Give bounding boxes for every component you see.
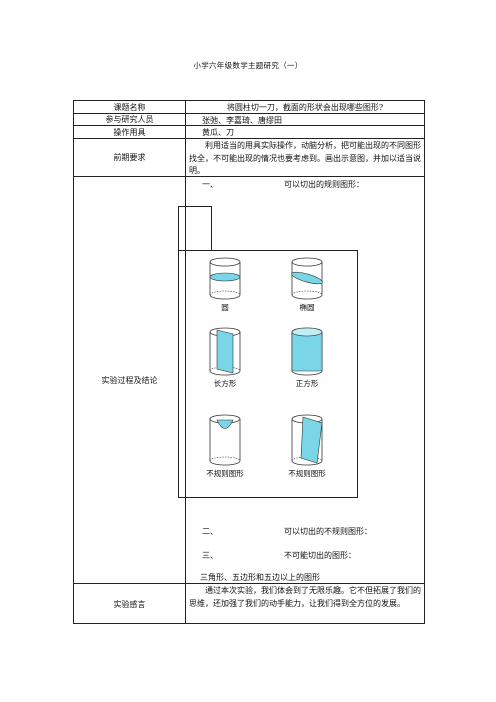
value-requirement: 利用适当的用具实际操作，动脑分析，把可能出现的不同图形找全，不可能出现的情况也要… (189, 141, 421, 176)
caption-square: 正方形 (295, 379, 319, 388)
figure-circle: 圆 (189, 257, 261, 314)
section-1-number: 一、 (202, 180, 218, 189)
value-members: 张弛、李嘉琦、唐缪田 (202, 116, 282, 125)
figure-rectangle: 长方形 (189, 327, 261, 390)
section-3-number: 三、 (202, 551, 218, 560)
cylinder-ellipse-section-icon (291, 257, 323, 300)
value-topic: 将圆柱切一刀，截面的形状会出现哪些图形? (226, 103, 384, 112)
figure-irregular-2: 不规则图形 (271, 411, 343, 480)
caption-ellipse: 椭圆 (299, 303, 315, 312)
caption-irregular-1: 不规则图形 (206, 469, 244, 478)
cylinder-square-section-icon (291, 327, 323, 376)
value-reflection: 通过本次实验，我们体会到了无限乐趣。它不但拓展了我们的思维，还加强了我们的动手能… (189, 586, 421, 608)
section-3-heading: 三、 不可能切出的图形： (202, 550, 356, 562)
value-tools: 黄瓜、刀 (202, 128, 234, 137)
row-topic: 课题名称 将圆柱切一刀，截面的形状会出现哪些图形? (74, 101, 424, 114)
process-content: 一、 可以切出的规则图形： 圆 (178, 177, 424, 583)
section-2-heading: 二、 可以切出的不规则图形： (202, 526, 372, 538)
section-2-number: 二、 (202, 527, 218, 536)
row-requirement: 前期要求 利用适当的用具实际操作，动脑分析，把可能出现的不同图形找全，不可能出现… (74, 139, 424, 177)
label-requirement: 前期要求 (74, 139, 186, 176)
caption-circle: 圆 (221, 303, 229, 312)
row-reflection: 实验感言 通过本次实验，我们体会到了无限乐趣。它不但拓展了我们的思维，还加强了我… (74, 584, 424, 624)
caption-rectangle: 长方形 (213, 379, 237, 388)
cylinder-irregular-section-2-icon (291, 414, 323, 466)
label-topic: 课题名称 (74, 101, 186, 113)
diagram-tab-box (178, 206, 212, 250)
row-tools: 操作用具 黄瓜、刀 (74, 126, 424, 139)
section-3-text: 不可能切出的图形： (284, 551, 356, 560)
cylinder-circle-section-icon (209, 257, 241, 300)
row-members: 参与研究人员 张弛、李嘉琦、唐缪田 (74, 114, 424, 126)
cylinder-rectangle-section-icon (209, 327, 241, 376)
figure-square: 正方形 (271, 327, 343, 390)
label-tools: 操作用具 (74, 126, 186, 138)
section-3-answer: 三角形、五边形和五边以上的图形 (200, 573, 320, 582)
label-members: 参与研究人员 (74, 114, 186, 125)
section-1-text: 可以切出的规则图形： (284, 180, 364, 189)
caption-irregular-2: 不规则图形 (288, 469, 326, 478)
row-process: 实验过程及结论 一、 可以切出的规则图形： 圆 (74, 177, 424, 584)
figure-irregular-1: 不规则图形 (189, 411, 261, 480)
figure-ellipse: 椭圆 (271, 257, 343, 314)
label-process: 实验过程及结论 (74, 177, 186, 583)
section-1-heading: 一、 可以切出的规则图形： (202, 179, 364, 191)
cylinder-irregular-section-icon (209, 414, 241, 466)
document-title: 小学六年级数学主题研究（一） (193, 61, 303, 70)
section-diagram-grid: 圆 椭圆 (178, 250, 358, 498)
label-reflection: 实验感言 (74, 584, 186, 624)
section-2-text: 可以切出的不规则图形： (284, 527, 372, 536)
research-table: 课题名称 将圆柱切一刀，截面的形状会出现哪些图形? 参与研究人员 张弛、李嘉琦、… (73, 100, 425, 624)
